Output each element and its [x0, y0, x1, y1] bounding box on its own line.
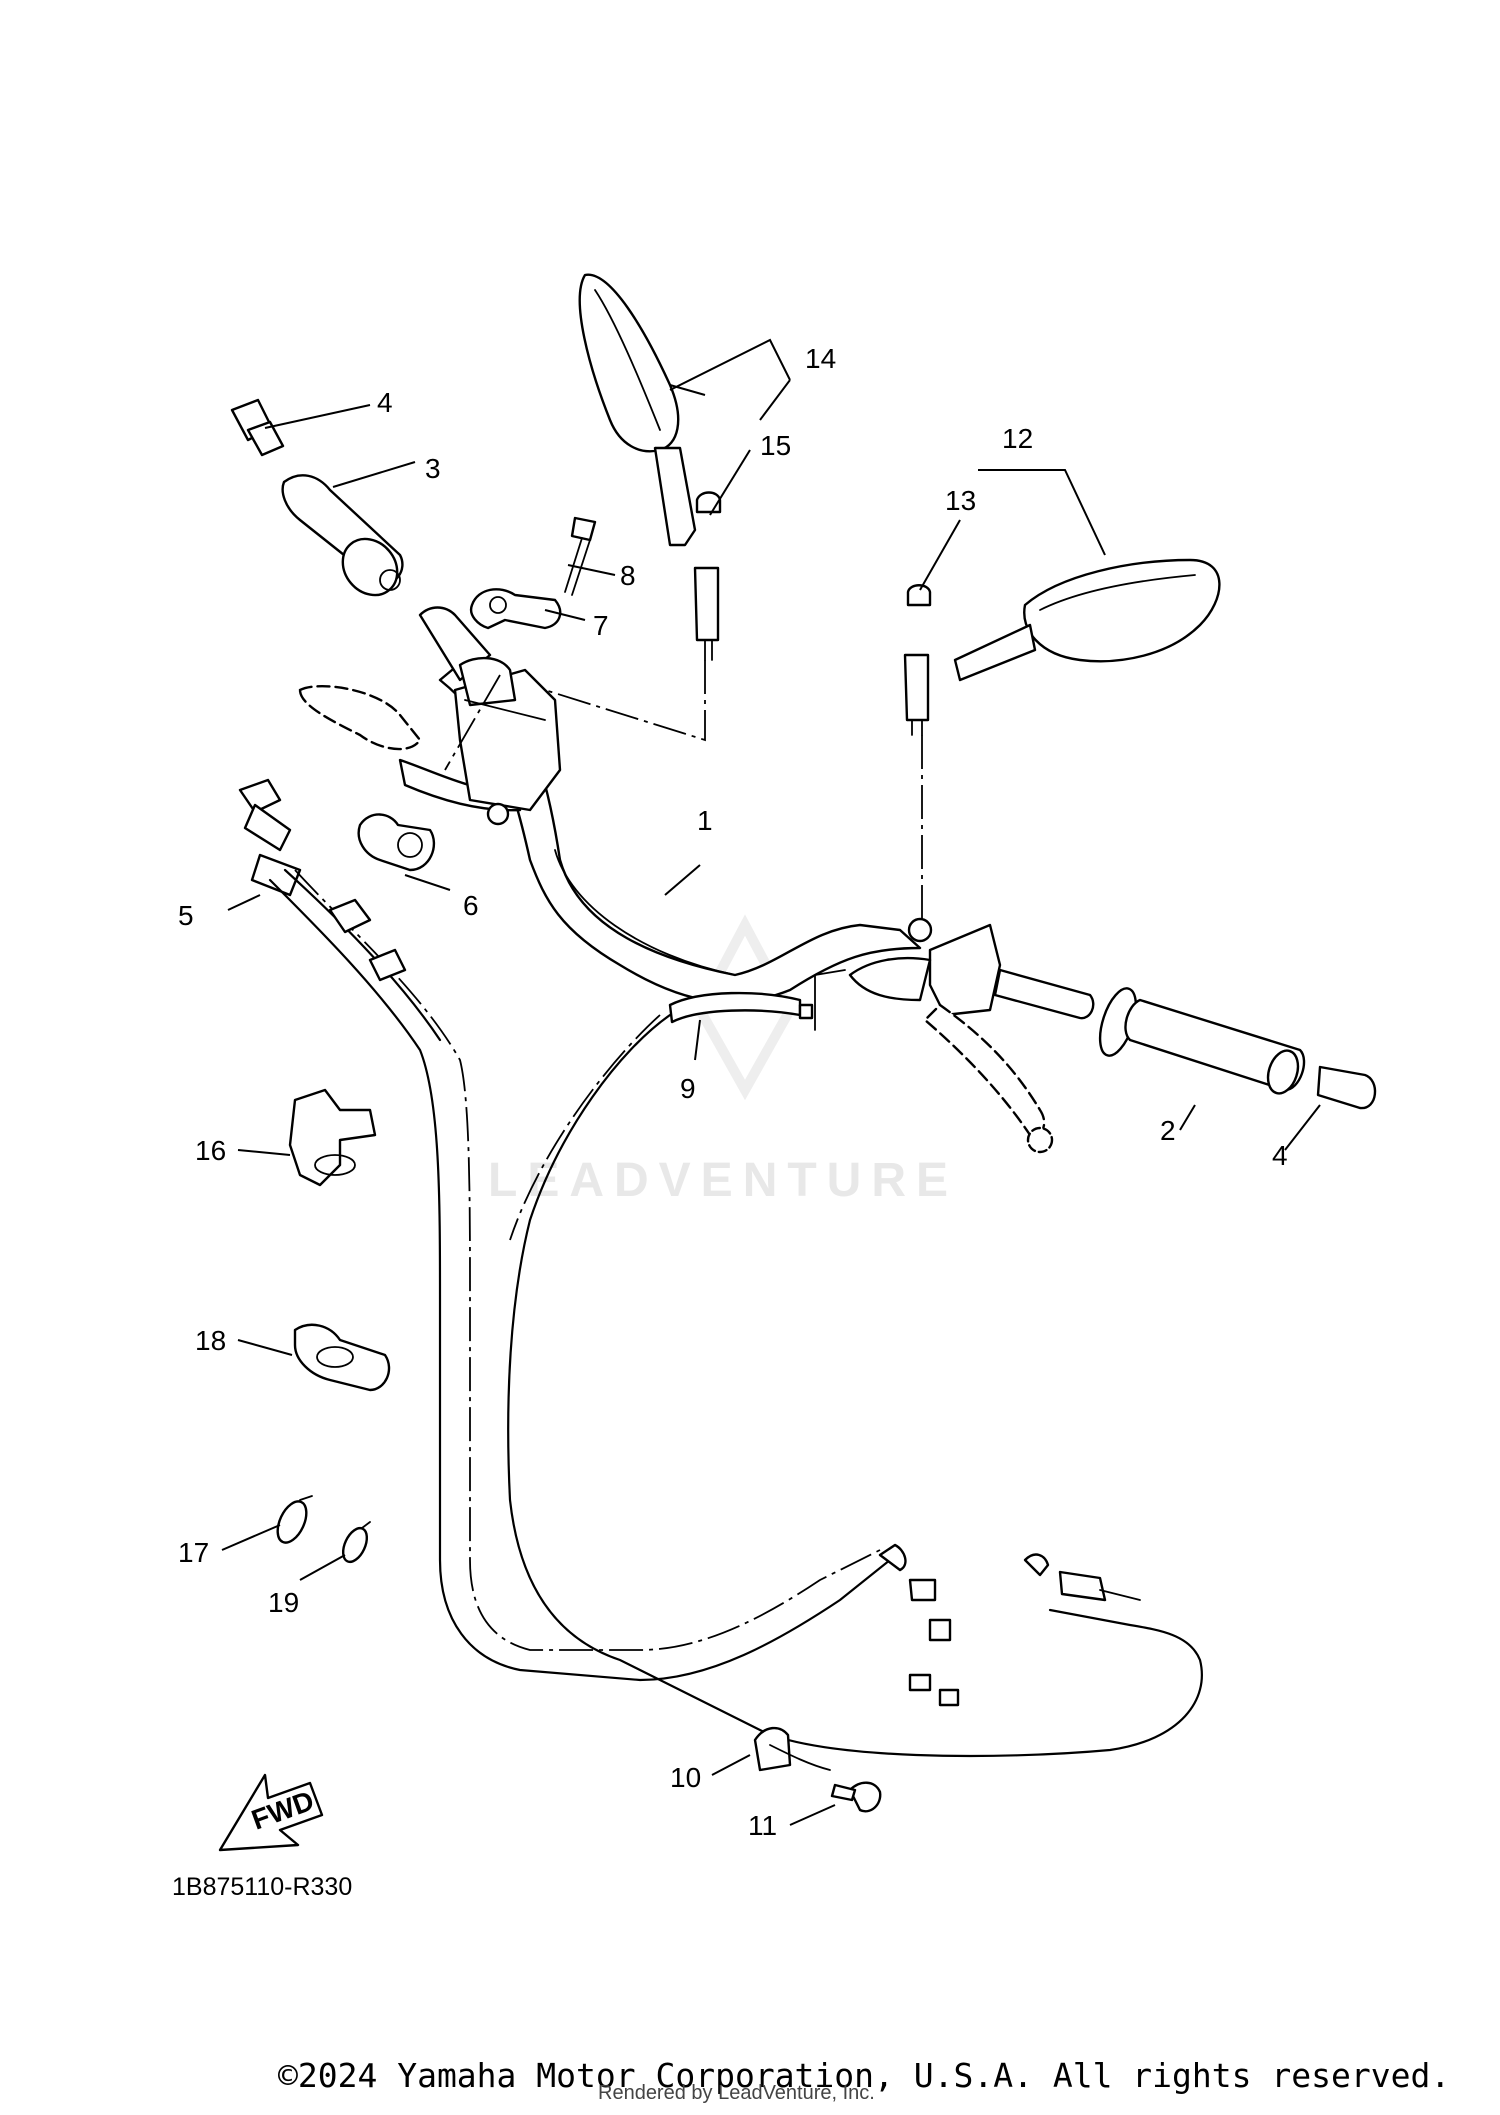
screw-8[interactable] [564, 516, 597, 596]
callout-4-left: 4 [377, 387, 393, 418]
callout-1: 1 [697, 805, 713, 836]
right-mirror[interactable] [903, 558, 1221, 736]
handlebar[interactable] [438, 653, 922, 1004]
callout-7: 7 [593, 610, 609, 641]
clamp-17[interactable] [272, 1495, 313, 1547]
left-lever-assembly[interactable] [298, 656, 562, 826]
callout-17: 17 [178, 1537, 209, 1568]
callout-8: 8 [620, 560, 636, 591]
clamp-19[interactable] [338, 1521, 371, 1566]
left-grip-assembly[interactable] [230, 398, 492, 682]
right-grip-assembly[interactable] [993, 968, 1377, 1110]
callout-11: 11 [748, 1810, 777, 1841]
throttle-cable-5[interactable] [238, 778, 960, 1707]
callout-9: 9 [680, 1073, 696, 1104]
holder-18[interactable] [293, 1323, 391, 1392]
reference-lines [444, 660, 923, 925]
holder-6[interactable] [357, 813, 436, 872]
holder-16[interactable] [288, 1088, 377, 1187]
callout-12: 12 [1002, 423, 1033, 454]
callout-13: 13 [945, 485, 976, 516]
callout-16: 16 [195, 1135, 226, 1166]
callout-15: 15 [760, 430, 791, 461]
fwd-arrow-icon: FWD [218, 1773, 324, 1852]
rendered-by-notice: Rendered by LeadVenture, Inc. [598, 2082, 875, 2104]
callout-14: 14 [805, 343, 836, 374]
callout-4-right: 4 [1272, 1140, 1288, 1171]
right-lever-assembly[interactable] [814, 917, 1054, 1154]
diagram-code: 1B875110-R330 [172, 1873, 352, 1901]
callout-10: 10 [670, 1762, 701, 1793]
callout-19: 19 [268, 1587, 299, 1618]
leader-lines [221, 338, 1321, 1826]
callout-5: 5 [178, 900, 194, 931]
callout-18: 18 [195, 1325, 226, 1356]
screw-11[interactable] [830, 1781, 882, 1813]
watermark-text: LEADVENTURE [488, 1154, 958, 1207]
left-mirror[interactable] [578, 273, 722, 661]
guide-10[interactable] [753, 1726, 831, 1772]
callout-3: 3 [425, 453, 441, 484]
holder-7[interactable] [469, 588, 562, 630]
callout-labels: 1 2 3 4 4 5 6 7 8 9 10 11 12 13 14 15 16… [178, 343, 1288, 1841]
clutch-cable-9[interactable] [507, 991, 1203, 1758]
callout-6: 6 [463, 890, 479, 921]
copyright-notice: ©2024 Yamaha Motor Corporation, U.S.A. A… [278, 2056, 1451, 2095]
callout-2: 2 [1160, 1115, 1176, 1146]
